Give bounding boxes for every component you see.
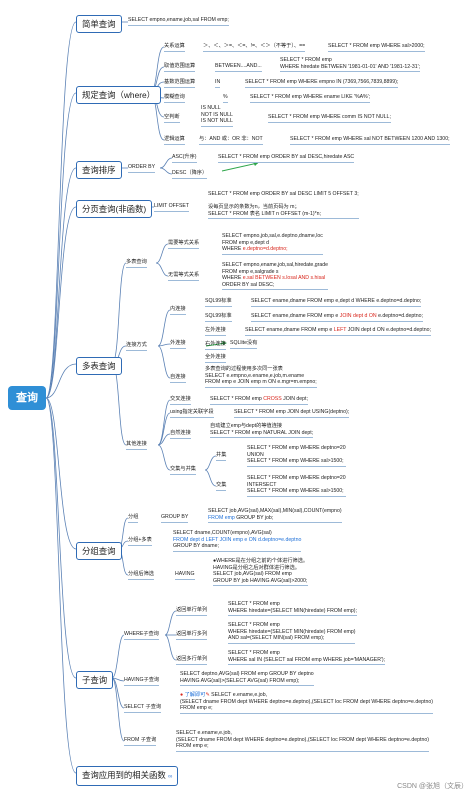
where-range-sql: SELECT * FROM emp WHERE hiredate BETWEEN… <box>280 57 421 73</box>
multi-using-label: using指定关联字段 <box>170 409 214 418</box>
multi-neq-sql: SELECT empno,ename,job,sal,hiredate,grad… <box>222 262 329 291</box>
where-null-label: 空判断 <box>164 114 180 123</box>
where-rel-ops: ＞、＜、＞=、＜=、!=、＜＞（不等于）、== <box>203 43 306 52</box>
multi-eq-sql: SELECT empno,job,sal,e.deptno,dname,loc … <box>222 233 323 255</box>
multi-right-note: SQLlite没有 <box>230 340 258 349</box>
subq-having-label: HAVING子查询 <box>124 677 160 686</box>
subq-multi-row-label: 返回多行单列 <box>176 656 208 665</box>
where-base-sql: SELECT * FROM emp WHERE empno IN (7369,7… <box>245 79 399 88</box>
multi-cross-label: 交叉连接 <box>170 396 191 405</box>
branch-multi-table-query[interactable]: 多表查询 <box>76 357 122 375</box>
subq-single-row-sql: SELECT * FROM emp WHERE hiredate=(SELECT… <box>228 601 357 617</box>
branch-page-query[interactable]: 分页查询(非函数) <box>76 200 153 218</box>
multi-union-sql: SELECT * FROM emp WHERE deptno=20 UNION … <box>247 445 346 467</box>
where-rel-label: 关系运算 <box>164 43 185 52</box>
where-null-ops: IS NULL NOT IS NULL IS NOT NULL <box>201 105 233 127</box>
subq-from-label: FROM 子查询 <box>124 737 157 746</box>
where-null-sql: SELECT * FROM emp WHERE comm IS NOT NULL… <box>268 114 391 123</box>
subq-multi-col-label: 返回单行多列 <box>176 631 208 640</box>
multi-eq-label: 需要等式关系 <box>168 240 200 249</box>
group-sql: SELECT job,AVG(sal),MAX(sal),MIN(sal),CO… <box>208 508 342 524</box>
subq-single-row-label: 返回单行单列 <box>176 607 208 616</box>
subq-select-label: SELECT 子查询 <box>124 704 162 713</box>
where-base-label: 基数范围运算 <box>164 79 196 88</box>
multi-right-label: 右外连接 <box>205 341 226 350</box>
multi-inner-label: 内连接 <box>170 306 186 315</box>
link-icon[interactable]: ∞ <box>168 774 173 780</box>
branch-functions-label: 查询应用到的相关函数 <box>82 770 166 780</box>
branch-order-query[interactable]: 查询排序 <box>76 161 122 179</box>
subq-having-sql: SELECT deptno,AVG(sal) FROM emp GROUP BY… <box>180 671 314 687</box>
subq-select-sql: ● 了解即可✎ SELECT e.ename,e.job, (SELECT dn… <box>180 692 433 714</box>
multi-self-sql: 多表查询的过程使用多次同一张表 SELECT e.empno,e.ename,e… <box>205 366 317 388</box>
where-logic-sql: SELECT * FROM emp WHERE sal NOT BETWEEN … <box>290 136 450 145</box>
multi-join-label: 连接方式 <box>126 342 147 351</box>
multi-neq-label: 无需等式关系 <box>168 272 200 281</box>
order-sql: SELECT * FROM emp ORDER BY sal DESC,hire… <box>218 154 355 163</box>
where-base-op: IN <box>215 79 221 88</box>
where-range-op: BETWEEN....AND... <box>215 63 262 72</box>
order-asc: ASC(升序) <box>172 154 197 163</box>
group-multi-label: 分组+多表 <box>128 537 152 546</box>
where-fuzzy-op: % <box>223 94 228 103</box>
branch-functions[interactable]: 查询应用到的相关函数 ∞ <box>76 766 179 786</box>
group-label: 分组 <box>128 514 139 523</box>
root-node[interactable]: 查询 <box>8 386 46 410</box>
multi-set-label: 交集与并集 <box>170 466 196 475</box>
subq-where-label: WHERE子查询 <box>124 631 159 640</box>
where-logic-label: 逻辑运算 <box>164 136 185 145</box>
multi-left-label: 左外连接 <box>205 327 226 336</box>
subq-multi-col-sql: SELECT * FROM emp WHERE hiredate=(SELECT… <box>228 622 356 644</box>
where-fuzzy-label: 模糊查询 <box>164 94 185 103</box>
where-fuzzy-sql: SELECT * FROM emp WHERE ename LIKE '%A%'… <box>250 94 371 103</box>
group-multi-sql: SELECT dname,COUNT(empno),AVG(sal) FROM … <box>173 530 302 552</box>
order-keyword: ORDER BY <box>128 164 156 173</box>
group-filter-label: 分组后筛选 <box>128 571 154 580</box>
multi-full-label: 全外连接 <box>205 354 226 363</box>
subq-select-note: 了解即可 <box>184 692 206 698</box>
branch-simple-query[interactable]: 简单查询 <box>76 15 122 33</box>
where-rel-sql: SELECT * FROM emp WHERE sal>2000; <box>328 43 425 52</box>
multi-outer-label: 外连接 <box>170 340 186 349</box>
where-range-label: 取值范围运算 <box>164 63 196 72</box>
multi-left-sql: SELECT ename,dname FROM emp e LEFT JOIN … <box>245 327 431 336</box>
multi-mt-label: 多表查询 <box>126 259 147 268</box>
multi-inter-sql: SELECT * FROM emp WHERE deptno=20 INTERS… <box>247 475 346 497</box>
multi-using-sql: SELECT * FROM emp JOIN dept USING(deptno… <box>234 409 350 418</box>
where-logic-ops: 与：AND 或：OR 非：NOT <box>199 136 263 145</box>
page-keyword: LIMIT OFFSET <box>154 203 190 212</box>
multi-natural-label: 自然连接 <box>170 430 191 439</box>
page-sql: SELECT * FROM emp ORDER BY sal DESC LIMI… <box>208 191 359 220</box>
multi-inter-label: 交集 <box>216 482 227 491</box>
order-desc: DESC（降序） <box>172 170 208 179</box>
multi-sql99: SQL99标准 <box>205 298 232 307</box>
subq-multi-row-sql: SELECT * FROM emp WHERE sal IN (SELECT s… <box>228 650 386 666</box>
group-filter-sql: ●WHERE是在分组之前的个体进行筛选。 HAVING是分组之后对群体进行筛选。… <box>213 558 309 587</box>
watermark: CSDN @张旭（文辰） <box>397 783 468 790</box>
simple-sql: SELECT empno,ename,job,sal FROM emp; <box>128 17 229 26</box>
multi-natural-sql: 自动建立emp与dept的等值连接 SELECT * FROM emp NATU… <box>210 423 314 439</box>
group-keyword: GROUP BY <box>161 514 189 523</box>
multi-union-label: 并集 <box>216 452 227 461</box>
multi-cross-sql: SELECT * FROM emp CROSS JOIN dept; <box>210 396 308 405</box>
branch-group-query[interactable]: 分组查询 <box>76 542 122 560</box>
branch-where-query[interactable]: 规定查询（where） <box>76 86 162 104</box>
multi-inner-sql: SELECT ename,dname FROM emp e,dept d WHE… <box>251 298 422 307</box>
multi-self-label: 自连接 <box>170 374 186 383</box>
branch-subquery[interactable]: 子查询 <box>76 671 114 689</box>
group-filter-keyword: HAVING <box>175 571 195 580</box>
multi-sql99b: SQL99标准 <box>205 313 232 322</box>
multi-inner-join-sql: SELECT ename,dname FROM emp e JOIN dept … <box>251 313 423 322</box>
subq-from-sql: SELECT e.ename,e.job, (SELECT dname FROM… <box>176 730 429 752</box>
multi-other-label: 其他连接 <box>126 441 147 450</box>
